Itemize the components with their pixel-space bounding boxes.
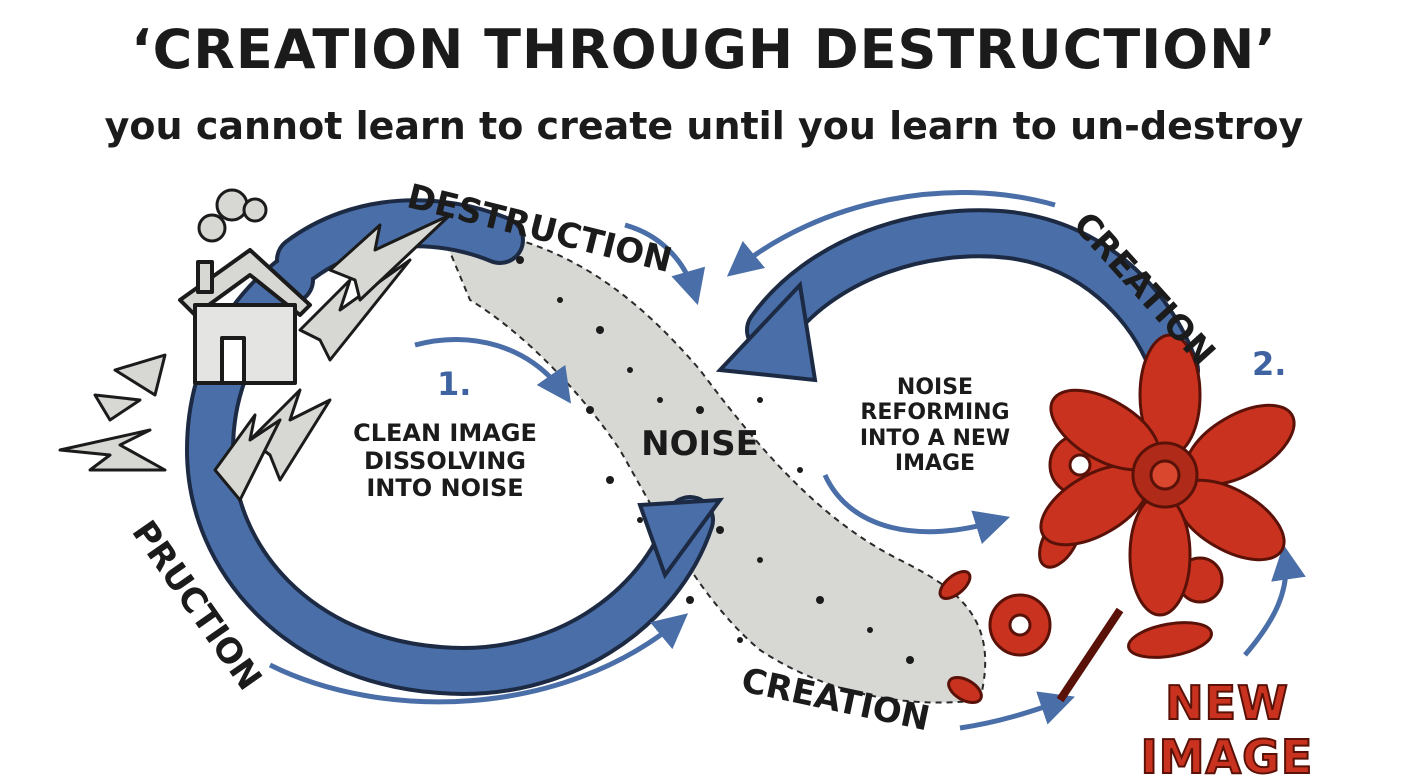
- guide-arrow-4: [822, 473, 1011, 545]
- destruction-description-line: INTO NOISE: [366, 474, 524, 503]
- creation-description-line: REFORMING: [860, 400, 1010, 426]
- guide-arrow-7: [1243, 544, 1306, 657]
- destruction-loop-arrowhead: [637, 497, 725, 580]
- guide-arrow-1: [414, 337, 572, 404]
- guide-arrow-3: [726, 190, 1056, 277]
- noise-label: NOISE: [641, 424, 759, 464]
- destruction-description-line: DISSOLVING: [363, 446, 527, 475]
- shard-icon: [58, 213, 452, 502]
- step-number-1: 1.: [437, 365, 472, 403]
- creation-description: NOISE REFORMING INTO A NEW IMAGE: [845, 375, 1025, 476]
- house-icon: [178, 248, 312, 385]
- step-number-2: 2.: [1252, 345, 1287, 383]
- creation-description-line: NOISE: [896, 375, 974, 400]
- diagram-canvas: ‘CREATION THROUGH DESTRUCTION’ you canno…: [58, 18, 1313, 784]
- flower-gear-icon: [938, 333, 1296, 704]
- smoke-icon: [197, 188, 268, 243]
- creation-description-line: INTO A NEW: [859, 425, 1011, 451]
- guide-arrow-6: [959, 691, 1075, 731]
- destruction-description: CLEAN IMAGE DISSOLVING INTO NOISE: [345, 419, 545, 503]
- guide-arrow-5: [268, 613, 689, 705]
- destruction-description-line: CLEAN IMAGE: [353, 419, 537, 447]
- page-subtitle: you cannot learn to create until you lea…: [104, 104, 1304, 148]
- infinity-loop-graphic: [58, 188, 1306, 731]
- guide-arrow-2: [624, 222, 706, 306]
- creation-description-line: IMAGE: [894, 450, 976, 476]
- page-title: ‘CREATION THROUGH DESTRUCTION’: [131, 18, 1277, 81]
- noise-particles: [516, 256, 914, 664]
- creation-loop-arrowhead: [715, 280, 818, 383]
